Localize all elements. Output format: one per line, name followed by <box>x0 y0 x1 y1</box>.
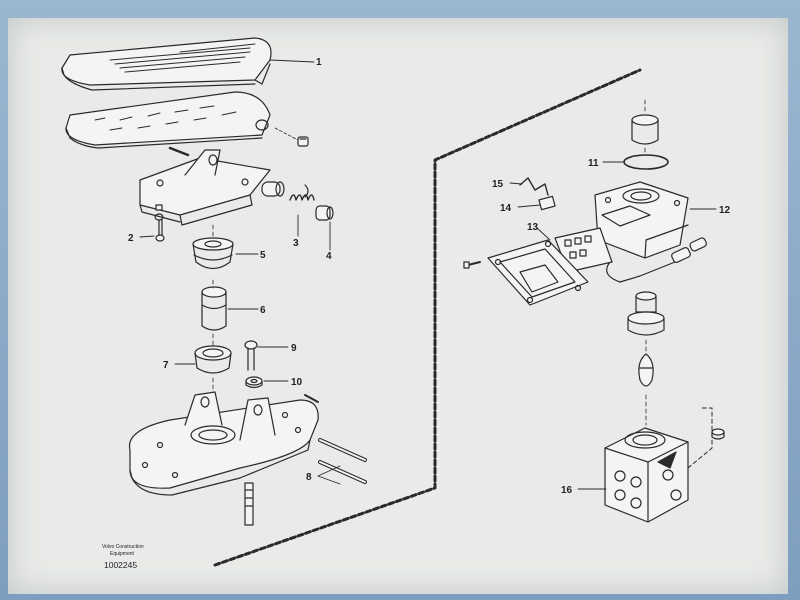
bottom-rod <box>244 482 254 526</box>
separator-dashed-line <box>213 68 642 567</box>
circuit-board <box>554 227 613 273</box>
callout-10: 10 <box>291 377 303 388</box>
callout-7: 7 <box>163 360 169 371</box>
company-name-line2: Equipment <box>110 551 135 557</box>
callout-16: 16 <box>561 485 573 496</box>
document-number: 1002245 <box>104 560 137 570</box>
bolt-9 <box>244 340 258 371</box>
spring-assembly <box>261 181 334 221</box>
leader-lines <box>139 59 717 490</box>
cover-plate <box>487 239 589 306</box>
nut <box>297 136 309 147</box>
pins <box>304 394 367 484</box>
valve-body <box>604 427 689 523</box>
housing <box>594 181 689 259</box>
callout-2: 2 <box>128 233 134 244</box>
callout-6: 6 <box>260 305 266 316</box>
callout-9: 9 <box>291 343 297 354</box>
callout-12: 12 <box>719 205 731 216</box>
callout-14: 14 <box>500 203 512 214</box>
callout-8: 8 <box>306 472 312 483</box>
ring <box>194 345 232 374</box>
callout-4: 4 <box>326 251 332 262</box>
callout-15: 15 <box>492 179 504 190</box>
washer <box>245 376 263 389</box>
bolt-2 <box>154 204 165 242</box>
spool <box>638 353 654 387</box>
top-cylinder <box>631 114 659 145</box>
lower-cylinder <box>627 291 665 336</box>
pedal-cover <box>61 37 272 91</box>
screw <box>463 261 481 269</box>
callout-13: 13 <box>527 222 539 233</box>
callout-3: 3 <box>293 238 299 249</box>
company-name-line1: Volvo Construction <box>102 544 144 550</box>
spring-clip <box>519 177 556 211</box>
callout-1: 1 <box>316 57 322 68</box>
base-plate <box>128 391 319 496</box>
hinge-bracket <box>139 149 271 226</box>
callout-11: 11 <box>588 158 599 169</box>
small-plug <box>711 428 725 440</box>
sensor-cable <box>606 237 707 283</box>
callout-5: 5 <box>260 250 266 261</box>
pedal-plate <box>65 91 271 149</box>
rubber-bushing <box>192 237 234 270</box>
cylinder <box>201 286 227 331</box>
